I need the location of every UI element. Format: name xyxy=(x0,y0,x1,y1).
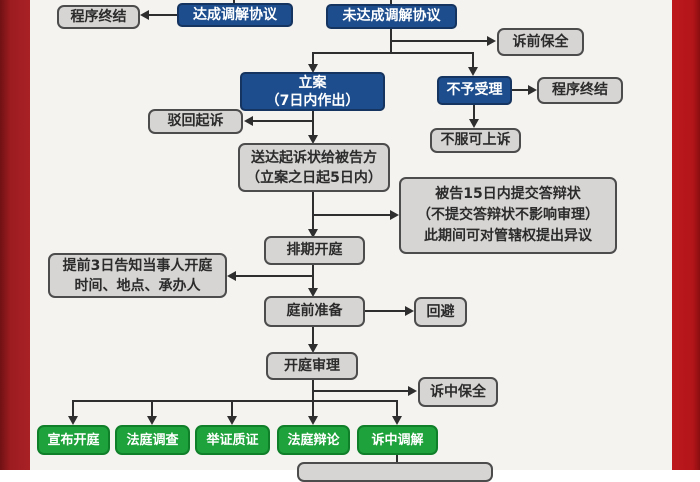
node-announce-opening: 宣布开庭 xyxy=(37,425,110,455)
arrow-right-icon xyxy=(390,210,399,220)
node-label: 不予受理 xyxy=(446,82,503,98)
node-label: 不服可上诉 xyxy=(440,132,511,148)
node-label-line1: 送达起诉状给被告方 xyxy=(251,149,377,166)
node-label: 法庭辩论 xyxy=(287,432,340,448)
arrow-down-icon xyxy=(308,416,318,425)
connector-mediation-to-end xyxy=(149,14,177,16)
connector-to-notify xyxy=(236,275,313,277)
node-dismiss-lawsuit: 驳回起诉 xyxy=(148,109,243,134)
left-red-stripe xyxy=(0,0,30,470)
arrow-down-icon xyxy=(308,344,318,353)
node-in-litigation-mediation: 诉中调解 xyxy=(357,425,438,455)
node-label: 诉中调解 xyxy=(371,432,424,448)
connector-to-dismiss xyxy=(253,120,313,122)
node-label: 回避 xyxy=(426,303,455,320)
arrow-down-icon xyxy=(227,416,237,425)
node-notify-parties: 提前3日告知当事人开庭 时间、地点、承办人 xyxy=(48,253,227,298)
arrow-down-icon xyxy=(308,64,318,73)
connector-drop-5 xyxy=(396,400,398,417)
node-label: 宣布开庭 xyxy=(47,432,100,448)
connector-to-filing xyxy=(312,52,314,65)
connector-mediation-down xyxy=(396,455,398,463)
connector-drop-4 xyxy=(312,400,314,417)
right-red-stripe xyxy=(672,0,700,470)
connector-to-not-accepted xyxy=(472,52,474,68)
arrow-right-icon xyxy=(408,386,417,396)
arrow-right-icon xyxy=(528,85,537,95)
connector-drop-2 xyxy=(151,400,153,417)
node-procedure-end-left: 程序终结 xyxy=(57,5,140,29)
node-label: 达成调解协议 xyxy=(193,6,277,23)
node-label: 举证质证 xyxy=(206,432,259,448)
connector-split-bar xyxy=(312,52,474,54)
node-label-line3: 此期间可对管辖权提出异议 xyxy=(424,228,592,244)
connector-notaccepted-to-end xyxy=(512,89,529,91)
connector-serve-down xyxy=(312,192,314,230)
arrow-left-icon xyxy=(244,116,253,126)
node-label: 诉前保全 xyxy=(512,33,569,50)
connector-drop-1 xyxy=(72,400,74,417)
node-not-accepted: 不予受理 xyxy=(437,76,512,105)
node-mediation-not-reached: 未达成调解协议 xyxy=(326,4,457,29)
node-label: 诉中保全 xyxy=(430,383,486,400)
arrow-down-icon xyxy=(308,288,318,297)
arrow-right-icon xyxy=(405,306,414,316)
connector-prep-down xyxy=(312,327,314,345)
node-label: 法庭调查 xyxy=(126,432,179,448)
connector-distribution-bar xyxy=(72,400,398,402)
arrow-right-icon xyxy=(487,36,496,46)
node-appeal-if-unsatisfied: 不服可上诉 xyxy=(430,128,521,153)
node-label: 排期开庭 xyxy=(286,242,343,258)
connector-notaccepted-down xyxy=(473,105,475,120)
arrow-down-icon xyxy=(468,67,478,76)
node-label: 未达成调解协议 xyxy=(342,8,441,24)
connector-stub-top-left xyxy=(233,0,235,5)
node-court-hearing: 开庭审理 xyxy=(266,352,358,380)
node-court-investigation: 法庭调查 xyxy=(115,425,190,455)
node-label: 程序终结 xyxy=(70,8,127,25)
node-court-debate: 法庭辩论 xyxy=(277,425,350,455)
arrow-down-icon xyxy=(68,416,78,425)
connector-drop-3 xyxy=(231,400,233,417)
connector-schedule-down xyxy=(312,265,314,289)
node-label-line1: 立案 xyxy=(298,74,327,91)
node-pre-litigation-preservation: 诉前保全 xyxy=(497,28,584,56)
connector-to-in-litigation-preservation xyxy=(313,390,409,392)
node-defendant-reply: 被告15日内提交答辩状 （不提交答辩状不影响审理） 此期间可对管辖权提出异议 xyxy=(399,177,617,254)
node-serve-complaint: 送达起诉状给被告方 （立案之日起5日内） xyxy=(238,143,390,192)
node-label: 庭前准备 xyxy=(286,303,343,319)
arrow-left-icon xyxy=(140,10,149,20)
connector-filing-down xyxy=(312,111,314,136)
node-procedure-end-right: 程序终结 xyxy=(537,77,623,104)
node-label-line2: （立案之日起5日内） xyxy=(246,169,382,186)
node-evidence-cross-examination: 举证质证 xyxy=(195,425,270,455)
connector-stub-top-right xyxy=(390,0,392,6)
arrow-down-icon xyxy=(392,416,402,425)
arrow-left-icon xyxy=(227,271,236,281)
node-mediation-reached: 达成调解协议 xyxy=(177,3,293,27)
connector-to-pre-preservation xyxy=(391,40,487,42)
node-label-line2: （不提交答辩状不影响审理） xyxy=(417,207,599,223)
node-case-filing: 立案 （7日内作出） xyxy=(240,72,385,111)
node-label-line2: （7日内作出） xyxy=(265,92,360,109)
node-label: 开庭审理 xyxy=(284,357,340,374)
node-label-line1: 被告15日内提交答辩状 xyxy=(435,186,581,202)
arrow-down-icon xyxy=(308,229,318,238)
node-label-line2: 时间、地点、承办人 xyxy=(74,277,201,294)
arrow-down-icon xyxy=(147,416,157,425)
node-label-line1: 提前3日告知当事人开庭 xyxy=(62,257,213,274)
arrow-down-icon xyxy=(469,119,479,128)
node-recusal: 回避 xyxy=(414,297,467,327)
node-label: 程序终结 xyxy=(552,82,608,98)
connector-to-defendant-reply xyxy=(313,214,391,216)
node-cropped-bottom xyxy=(297,462,493,482)
connector-to-recusal xyxy=(365,310,406,312)
node-in-litigation-preservation: 诉中保全 xyxy=(418,377,498,407)
node-schedule-hearing: 排期开庭 xyxy=(264,236,365,265)
arrow-down-icon xyxy=(308,135,318,144)
node-label: 驳回起诉 xyxy=(167,113,224,129)
node-pretrial-preparation: 庭前准备 xyxy=(264,296,365,327)
